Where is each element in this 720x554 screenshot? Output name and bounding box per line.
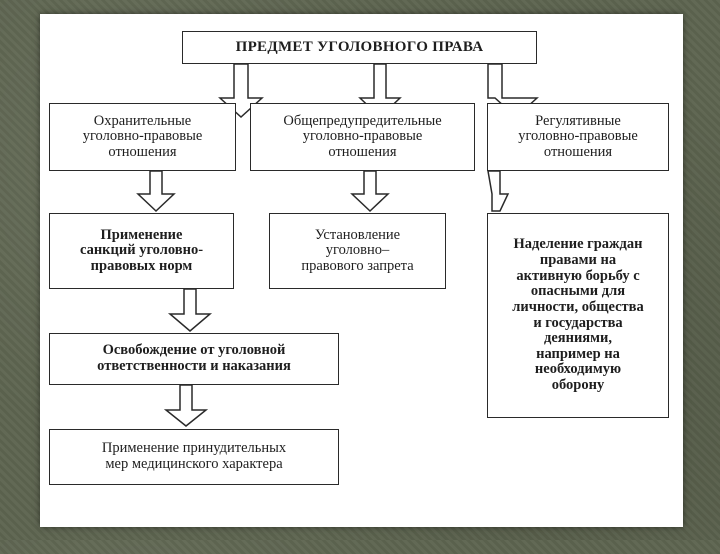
medical-measures-box: Применение принудительных мер медицинско…	[49, 429, 339, 485]
preventive-relations-box: Общепредупредительные уголовно-правовые …	[250, 103, 475, 171]
sanctions-application-box: Применение санкций уголовно- правовых но…	[49, 213, 234, 289]
prohibition-establishment-box: Установление уголовно– правового запрета	[269, 213, 446, 289]
subject-title-box: ПРЕДМЕТ УГОЛОВНОГО ПРАВА	[182, 31, 537, 64]
arrow-sanctions-to-release	[167, 288, 213, 332]
citizens-rights-box: Наделение граждан правами на активную бо…	[487, 213, 669, 418]
arrow-protective-to-sanctions	[136, 170, 176, 213]
release-from-liability-box: Освобождение от уголовной ответственност…	[49, 333, 339, 385]
arrow-release-to-medical	[163, 384, 209, 427]
arrow-preventive-to-prohibition	[350, 170, 390, 213]
arrow-regulatory-to-rights	[487, 170, 510, 212]
regulatory-relations-box: Регулятивные уголовно-правовые отношения	[487, 103, 669, 171]
protective-relations-box: Охранительные уголовно-правовые отношени…	[49, 103, 236, 171]
slide: ПРЕДМЕТ УГОЛОВНОГО ПРАВА Охранительные у…	[40, 14, 683, 527]
